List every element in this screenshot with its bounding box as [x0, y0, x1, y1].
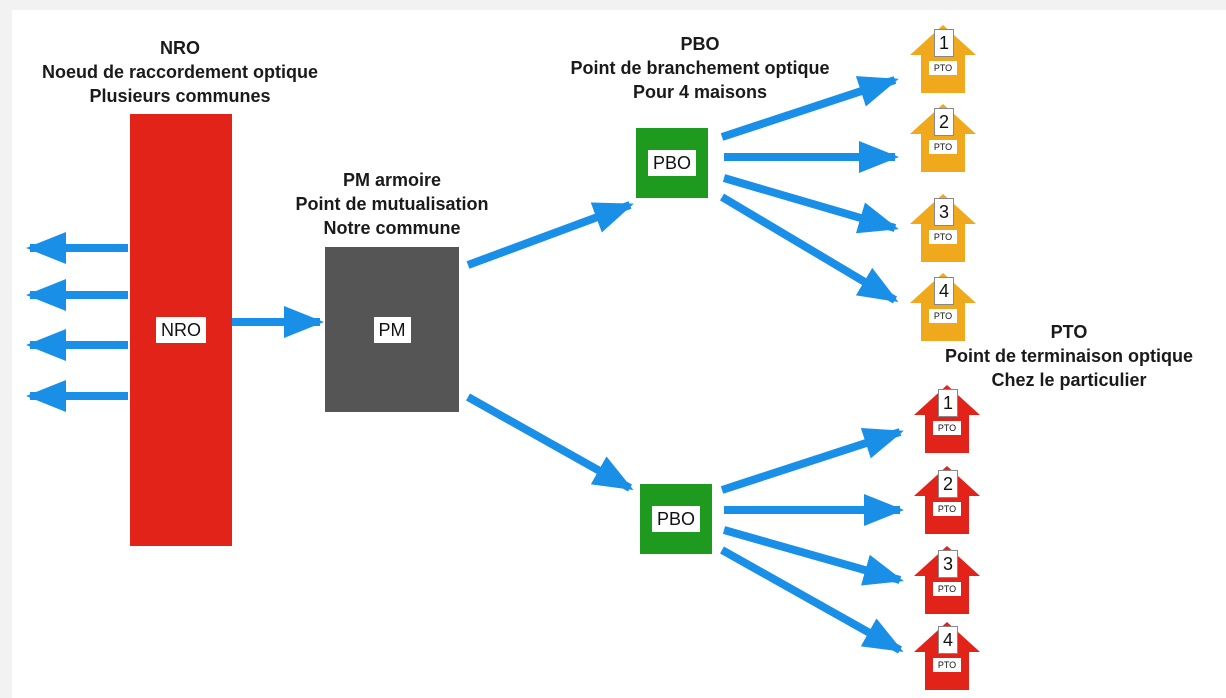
arrow-pm-to-pbo-top [466, 201, 634, 269]
house-number: 4 [938, 626, 958, 654]
nro-caption: NRO Noeud de raccordement optique Plusie… [0, 36, 360, 108]
house-top-1: 1 PTO [910, 25, 976, 95]
arrow-pbo-top-to-house-1 [720, 76, 899, 141]
house-number: 2 [934, 108, 954, 136]
house-number: 1 [938, 389, 958, 417]
pto-caption: PTO Point de terminaison optique Chez le… [916, 320, 1222, 392]
pm-caption: PM armoire Point de mutualisation Notre … [262, 168, 522, 240]
pto-caption-line-1: Point de terminaison optique [944, 346, 1193, 366]
house-pto-label: PTO [933, 502, 961, 516]
pbo-top-node: PBO [636, 128, 708, 198]
house-bottom-3: 3 PTO [914, 546, 980, 616]
house-pto-label: PTO [933, 421, 961, 435]
house-number: 2 [938, 470, 958, 498]
house-yellow-icon [910, 104, 976, 172]
arrow-pm-to-pbo-bottom [466, 393, 634, 492]
house-bottom-1: 1 PTO [914, 385, 980, 455]
house-top-3: 3 PTO [910, 194, 976, 264]
pto-caption-title: PTO [1050, 322, 1088, 342]
pbo-bottom-node-label: PBO [651, 506, 700, 532]
house-bottom-2: 2 PTO [914, 466, 980, 536]
house-yellow-icon [910, 25, 976, 93]
house-pto-label: PTO [929, 230, 957, 244]
pm-caption-line-2: Notre commune [323, 218, 461, 238]
pbo-caption-title: PBO [680, 34, 720, 54]
pbo-caption-line-2: Pour 4 maisons [632, 82, 768, 102]
house-yellow-icon [910, 194, 976, 262]
pm-node-label: PM [373, 316, 411, 343]
house-yellow-icon [910, 273, 976, 341]
nro-caption-line-1: Noeud de raccordement optique [41, 62, 319, 82]
house-top-4: 4 PTO [910, 273, 976, 343]
house-top-2: 2 PTO [910, 104, 976, 174]
house-pto-label: PTO [933, 658, 961, 672]
house-red-icon [914, 546, 980, 614]
pbo-top-node-label: PBO [647, 150, 696, 176]
house-red-icon [914, 385, 980, 453]
arrow-pbo-top-to-house-3 [722, 174, 899, 234]
arrow-pbo-bottom-to-house-3 [722, 526, 904, 586]
house-pto-label: PTO [929, 140, 957, 154]
house-pto-label: PTO [933, 582, 961, 596]
house-number: 4 [934, 277, 954, 305]
house-pto-label: PTO [929, 309, 957, 323]
nro-caption-title: NRO [160, 38, 200, 58]
arrow-pbo-bottom-to-house-4 [720, 546, 904, 654]
house-pto-label: PTO [929, 61, 957, 75]
pm-caption-line-1: Point de mutualisation [295, 194, 489, 214]
pbo-caption: PBO Point de branchement optique Pour 4 … [520, 32, 880, 104]
pbo-bottom-node: PBO [640, 484, 712, 554]
nro-node: NRO [130, 114, 232, 546]
house-number: 3 [938, 550, 958, 578]
pm-caption-title: PM armoire [342, 170, 442, 190]
house-red-icon [914, 622, 980, 690]
house-number: 3 [934, 198, 954, 226]
pbo-caption-line-1: Point de branchement optique [570, 58, 830, 78]
house-red-icon [914, 466, 980, 534]
arrow-pbo-top-to-house-4 [719, 193, 899, 304]
nro-caption-line-2: Plusieurs communes [89, 86, 271, 106]
house-number: 1 [934, 29, 954, 57]
house-bottom-4: 4 PTO [914, 622, 980, 692]
pm-node: PM [325, 247, 459, 412]
arrow-pbo-bottom-to-house-1 [720, 427, 904, 494]
nro-node-label: NRO [156, 317, 206, 343]
pto-caption-line-2: Chez le particulier [991, 370, 1147, 390]
